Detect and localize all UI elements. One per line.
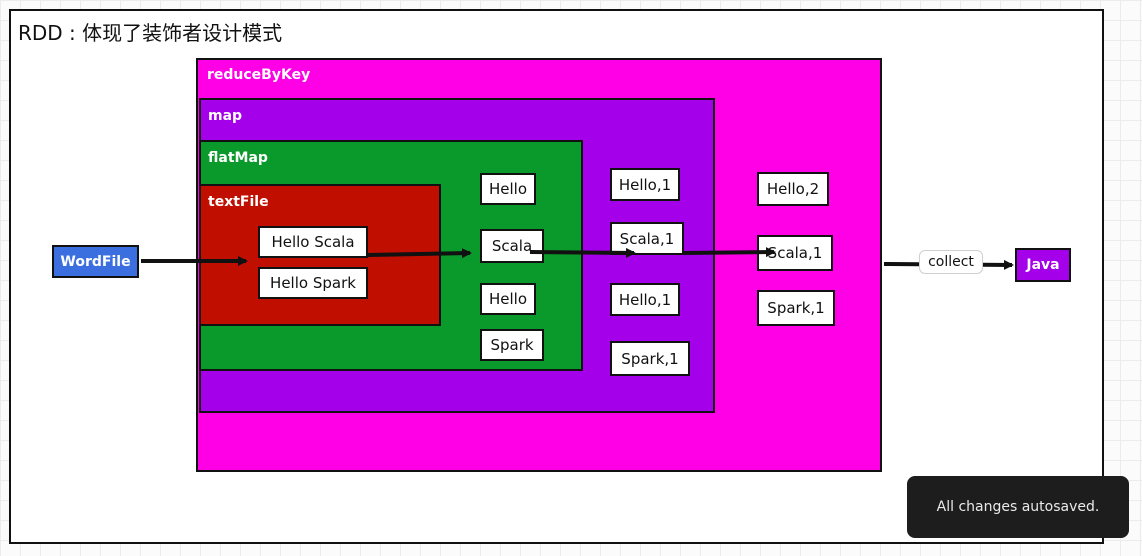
map-item[interactable]: Scala,1 <box>610 222 684 255</box>
textfile-item[interactable]: Hello Scala <box>258 226 368 258</box>
layer-label-reduceByKey: reduceByKey <box>207 67 311 83</box>
target-node-java[interactable]: Java <box>1015 248 1071 282</box>
map-item[interactable]: Spark,1 <box>610 341 690 376</box>
diagram-title: RDD : 体现了装饰者设计模式 <box>18 21 283 45</box>
layer-label-map: map <box>208 108 243 124</box>
reduce-item[interactable]: Hello,2 <box>757 172 829 206</box>
textfile-item[interactable]: Hello Spark <box>258 267 368 299</box>
collect-label: collect <box>919 250 983 274</box>
autosave-toast: All changes autosaved. <box>907 476 1129 538</box>
layer-label-flatMap: flatMap <box>208 150 268 166</box>
map-item[interactable]: Hello,1 <box>610 168 680 201</box>
flatmap-item[interactable]: Hello <box>480 173 536 205</box>
flatmap-item[interactable]: Hello <box>480 283 536 315</box>
reduce-item[interactable]: Scala,1 <box>757 235 833 271</box>
reduce-item[interactable]: Spark,1 <box>757 290 835 326</box>
source-node-wordfile[interactable]: WordFile <box>52 245 139 278</box>
flatmap-item[interactable]: Spark <box>480 329 544 361</box>
map-item[interactable]: Hello,1 <box>610 283 680 316</box>
flatmap-item[interactable]: Scala <box>480 229 544 263</box>
layer-label-textFile: textFile <box>208 194 269 210</box>
